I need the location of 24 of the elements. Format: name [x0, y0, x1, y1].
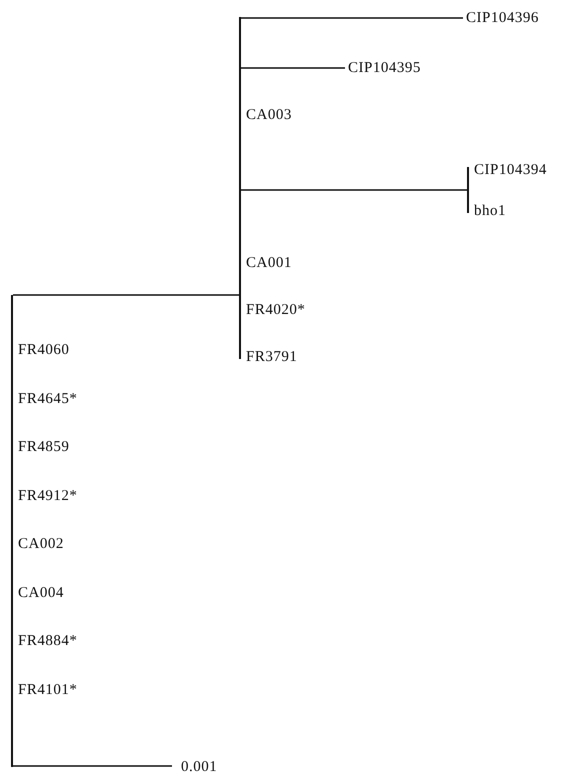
scale-label: 0.001 — [181, 758, 218, 775]
taxon-label: FR4101* — [18, 680, 78, 698]
taxon-label: CA004 — [18, 584, 64, 602]
clade-branch-line — [467, 167, 469, 213]
taxon-label: FR4859 — [18, 438, 70, 456]
taxon-label: FR4060 — [18, 341, 70, 359]
taxon-label: FR4020* — [246, 301, 306, 319]
clade-branch-line — [239, 17, 241, 359]
taxon-label: FR4884* — [18, 632, 78, 650]
taxon-label: CIP104396 — [466, 9, 539, 27]
taxon-label: CA001 — [246, 254, 292, 272]
taxon-label: CIP104394 — [474, 161, 547, 179]
branch-line — [13, 294, 239, 296]
taxon-label: CA002 — [18, 535, 64, 553]
branch-line — [241, 17, 463, 19]
taxon-label: FR4645* — [18, 390, 78, 408]
taxon-label: CIP104395 — [348, 59, 421, 77]
taxon-label: bho1 — [474, 202, 506, 220]
taxon-label: CA003 — [246, 106, 292, 124]
taxon-label: FR3791 — [246, 348, 298, 366]
clade-branch-line — [11, 295, 13, 767]
taxon-label: FR4912* — [18, 486, 78, 504]
branch-line — [241, 189, 467, 191]
branch-line — [241, 67, 345, 69]
